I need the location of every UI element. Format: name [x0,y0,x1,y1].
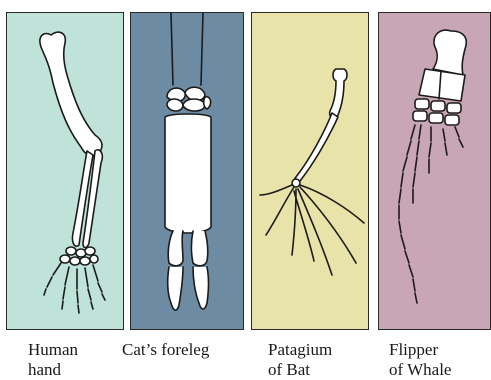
whale-humerus-bone [433,30,466,75]
whale-flipper-skeleton [379,13,491,330]
humerus-bone [40,32,102,156]
bat-radius-bone [294,113,338,183]
human-arm-skeleton [7,13,124,330]
bat-humerus-bone [330,69,347,118]
caption-bat-line2: of Bat [268,360,332,380]
bat-thumb-bone [260,185,292,195]
bat-wing-panel [251,12,369,330]
caption-human: Human hand [28,340,78,380]
whale-carpal-bones [413,99,461,125]
cat-foreleg-skeleton [131,13,244,330]
bat-finger-bones [266,185,364,275]
caption-whale: Flipper of Whale [389,340,451,380]
finger-bones [44,263,105,313]
caption-human-line1: Human [28,340,78,360]
whale-digit-bones [399,125,463,303]
caption-whale-line2: of Whale [389,360,451,380]
caption-cat: Cat’s foreleg [122,340,209,360]
whale-flipper-panel [378,12,491,330]
bat-carpal-bone [292,179,300,187]
caption-bat: Patagium of Bat [268,340,332,380]
whale-radius-ulna [419,69,465,101]
caption-cat-line1: Cat’s foreleg [122,340,209,360]
cat-carpal-bones [167,87,211,111]
bat-wing-skeleton [252,13,369,330]
caption-human-line2: hand [28,360,78,380]
cat-metacarpal-bone [165,114,211,233]
cat-foreleg-panel [130,12,244,330]
cat-toe-bones [168,231,209,310]
caption-bat-line1: Patagium [268,340,332,360]
carpal-bones [60,247,98,265]
caption-whale-line1: Flipper [389,340,451,360]
human-arm-panel [6,12,124,330]
cat-upper-bone [171,13,203,85]
